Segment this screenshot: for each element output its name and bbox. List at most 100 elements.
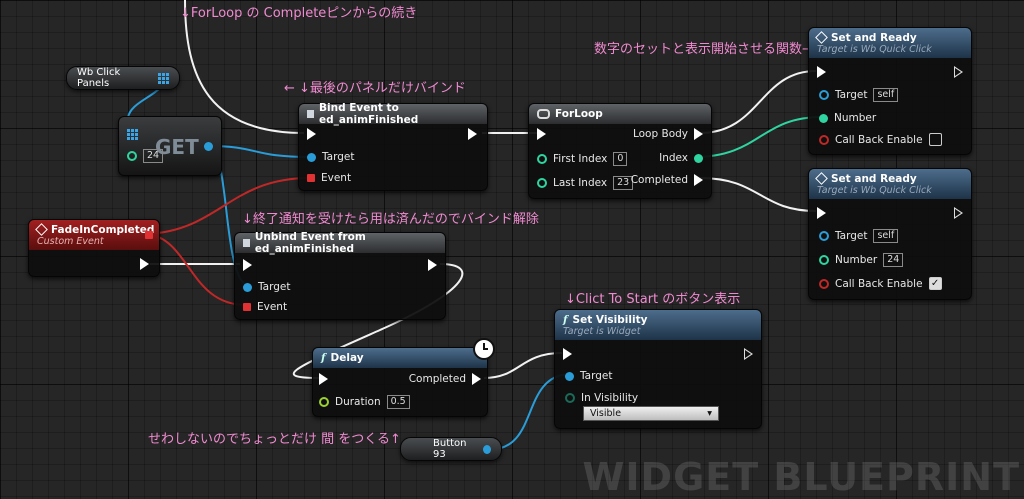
array-grid-icon xyxy=(127,129,138,140)
completed-label: Completed xyxy=(630,174,688,186)
set-ready-subtitle: Target is Wb Quick Click xyxy=(817,184,932,196)
event-pin[interactable] xyxy=(307,174,315,182)
delegate-out-pin[interactable] xyxy=(145,231,153,239)
unbind-event-icon xyxy=(243,239,250,247)
callback-label: Call Back Enable xyxy=(835,133,923,146)
wb-click-panels-node[interactable]: Wb Click Panels xyxy=(66,66,180,90)
visibility-dropdown[interactable]: Visible ▾ xyxy=(583,406,719,421)
last-index-label: Last Index xyxy=(553,177,608,189)
last-index-value[interactable]: 23 xyxy=(613,176,634,190)
completed-pin[interactable] xyxy=(472,373,481,385)
number-pin[interactable] xyxy=(819,255,829,265)
set-visibility-subtitle: Target is Widget xyxy=(563,325,641,337)
target-pin[interactable] xyxy=(307,152,316,162)
exec-in-pin[interactable] xyxy=(563,348,572,360)
number-value[interactable]: 24 xyxy=(883,253,904,267)
chevron-down-icon: ▾ xyxy=(707,408,712,419)
in-visibility-pin[interactable] xyxy=(565,393,575,403)
callback-checkbox[interactable]: ✓ xyxy=(928,277,942,290)
function-icon: f xyxy=(563,313,568,326)
first-index-label: First Index xyxy=(553,153,608,165)
first-index-value[interactable]: 0 xyxy=(613,152,628,166)
comment-unbind: ↓終了通知を受けたら用は済んだのでバインド解除 xyxy=(242,212,539,227)
exec-out-pin[interactable] xyxy=(744,348,753,360)
get-output-pin[interactable] xyxy=(204,142,213,151)
callback-checkbox[interactable] xyxy=(928,133,942,146)
duration-pin[interactable] xyxy=(319,397,329,407)
target-pin[interactable] xyxy=(565,371,574,381)
visibility-value: Visible xyxy=(590,408,622,419)
callback-pin[interactable] xyxy=(819,134,829,145)
target-pin[interactable] xyxy=(243,282,252,292)
target-pin[interactable] xyxy=(819,90,829,100)
number-label: Number xyxy=(834,112,877,124)
function-icon: f xyxy=(321,352,326,364)
set-ready-title: Set and Ready xyxy=(831,31,917,44)
fade-in-title: FadeInCompleted xyxy=(51,223,155,236)
unbind-event-title: Unbind Event from ed_animFinished xyxy=(254,231,366,255)
index-label: Index xyxy=(659,152,688,164)
event-label: Event xyxy=(321,172,352,184)
exec-in-pin[interactable] xyxy=(817,207,826,219)
in-visibility-label: In Visibility xyxy=(581,392,639,404)
duration-label: Duration xyxy=(335,396,381,408)
exec-in-pin[interactable] xyxy=(307,128,316,140)
first-index-pin[interactable] xyxy=(537,154,547,164)
last-index-pin[interactable] xyxy=(537,178,547,188)
forloop-title: ForLoop xyxy=(555,108,603,120)
widget-blueprint-watermark: WIDGET BLUEPRINT xyxy=(582,455,1020,499)
exec-out-pin[interactable] xyxy=(428,259,437,271)
bind-event-title: Bind Event to ed_animFinished xyxy=(319,102,419,126)
loop-body-label: Loop Body xyxy=(632,128,688,140)
event-pin[interactable] xyxy=(243,303,251,311)
set-visibility-title: Set Visibility xyxy=(572,313,648,326)
button-93-output-pin[interactable] xyxy=(482,444,491,454)
exec-out-pin[interactable] xyxy=(468,128,477,140)
loop-icon xyxy=(537,109,550,119)
target-label: Target xyxy=(258,281,291,293)
loop-body-pin[interactable] xyxy=(694,128,703,140)
function-diamond-icon xyxy=(815,172,828,185)
wb-click-panels-label: Wb Click Panels xyxy=(77,67,121,89)
target-value[interactable]: self xyxy=(873,88,899,102)
exec-out-pin[interactable] xyxy=(954,207,963,219)
comment-last-panel: ← ↓最後のパネルだけバインド xyxy=(284,81,466,96)
number-label: Number xyxy=(835,254,878,266)
index-input-pin[interactable] xyxy=(127,151,137,161)
exec-in-pin[interactable] xyxy=(537,128,546,140)
get-node[interactable]: GET 24 xyxy=(118,116,222,176)
button-93-node[interactable]: Button 93 xyxy=(400,437,502,461)
completed-pin[interactable] xyxy=(694,174,703,186)
comment-forloop-continue: ↓ForLoop の Completeピンからの続き xyxy=(180,6,418,21)
exec-in-pin[interactable] xyxy=(817,66,826,78)
exec-in-pin[interactable] xyxy=(319,373,328,385)
target-label: Target xyxy=(835,230,868,242)
delay-completed-label: Completed xyxy=(408,373,466,385)
index-pin[interactable] xyxy=(694,153,703,163)
target-value[interactable]: self xyxy=(873,229,899,243)
exec-out-pin[interactable] xyxy=(140,258,149,270)
get-index-value[interactable]: 24 xyxy=(143,149,164,163)
callback-pin[interactable] xyxy=(819,278,829,289)
bind-event-icon xyxy=(307,110,315,118)
fade-in-subtitle: Custom Event xyxy=(37,235,104,247)
comment-click-start: ↓Clict To Start のボタン表示 xyxy=(565,292,741,307)
array-grid-icon xyxy=(158,72,169,84)
set-ready-subtitle: Target is Wb Quick Click xyxy=(817,43,932,55)
duration-value[interactable]: 0.5 xyxy=(386,395,410,409)
comment-set-number: 数字のセットと表示開始させる関数→ xyxy=(594,42,813,57)
event-label: Event xyxy=(257,301,288,313)
forloop-node[interactable]: ForLoop Loop Body First Index 0 Index Las… xyxy=(528,103,712,199)
bind-event-node[interactable]: Bind Event to ed_animFinished Target Eve… xyxy=(298,102,488,191)
target-pin[interactable] xyxy=(819,231,829,241)
number-pin[interactable] xyxy=(819,113,828,123)
exec-out-pin[interactable] xyxy=(954,66,963,78)
unbind-event-node[interactable]: Unbind Event from ed_animFinished Target… xyxy=(234,231,446,320)
latent-clock-icon xyxy=(473,338,495,360)
exec-in-pin[interactable] xyxy=(243,259,252,271)
